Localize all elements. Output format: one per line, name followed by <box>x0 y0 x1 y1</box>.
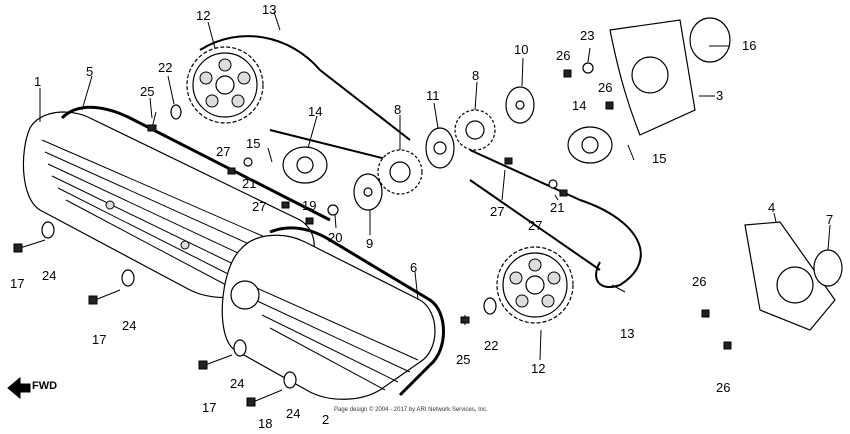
label-27-d: 27 <box>528 218 542 233</box>
label-3: 3 <box>716 88 723 103</box>
label-22-lower: 22 <box>484 338 498 353</box>
back-plate-lower <box>744 221 836 331</box>
tensioner-left <box>282 146 328 184</box>
label-14-left: 14 <box>308 104 322 119</box>
timing-belt-upper <box>199 35 411 141</box>
label-1: 1 <box>34 74 41 89</box>
leader-lines <box>39 11 831 361</box>
label-7: 7 <box>826 212 833 227</box>
label-23: 23 <box>580 28 594 43</box>
label-4: 4 <box>768 200 775 215</box>
tensioner-right <box>567 126 613 164</box>
label-8-right: 8 <box>472 68 479 83</box>
back-plate-upper <box>609 19 696 136</box>
lower-pulley <box>496 246 574 324</box>
label-10: 10 <box>514 42 528 57</box>
label-17-a: 17 <box>10 276 24 291</box>
label-13-upper: 13 <box>262 2 276 17</box>
label-26-d: 26 <box>716 380 730 395</box>
label-9: 9 <box>366 236 373 251</box>
label-16: 16 <box>742 38 756 53</box>
label-17-c: 17 <box>202 400 216 415</box>
label-27-c: 27 <box>490 204 504 219</box>
flange <box>425 127 455 169</box>
forward-label: FWD <box>32 380 57 392</box>
label-12-lower: 12 <box>531 361 545 376</box>
label-2: 2 <box>322 412 329 427</box>
lower-gasket <box>269 226 445 397</box>
label-6: 6 <box>410 260 417 275</box>
forward-direction-indicator: FWD <box>7 376 57 400</box>
label-24-b: 24 <box>122 318 136 333</box>
label-12-upper: 12 <box>196 8 210 23</box>
label-5: 5 <box>86 64 93 79</box>
label-25-lower: 25 <box>456 352 470 367</box>
label-26-b: 26 <box>598 80 612 95</box>
fasteners <box>13 62 732 407</box>
label-21-left: 21 <box>242 176 256 191</box>
label-15-left: 15 <box>246 136 260 151</box>
label-13-lower: 13 <box>620 326 634 341</box>
label-21-right: 21 <box>550 200 564 215</box>
label-27-b: 27 <box>252 199 266 214</box>
forward-arrow-icon <box>7 376 31 400</box>
label-24-d: 24 <box>286 406 300 421</box>
label-8-left: 8 <box>394 102 401 117</box>
label-26-a: 26 <box>556 48 570 63</box>
label-20: 20 <box>328 230 342 245</box>
label-18: 18 <box>258 416 272 431</box>
label-19: 19 <box>302 198 316 213</box>
part-labels: 1 2 3 4 5 6 7 8 8 9 10 11 12 12 13 13 14… <box>10 2 833 431</box>
drive-pulley-left <box>377 149 423 195</box>
seal-7 <box>813 249 843 287</box>
upper-gasket <box>60 105 331 222</box>
seal-16 <box>689 17 731 63</box>
label-25-upper: 25 <box>140 84 154 99</box>
label-27-a: 27 <box>216 144 230 159</box>
label-15-right: 15 <box>652 151 666 166</box>
label-22-upper: 22 <box>158 60 172 75</box>
label-24-a: 24 <box>42 268 56 283</box>
label-24-c: 24 <box>230 376 244 391</box>
label-26-c: 26 <box>692 274 706 289</box>
label-14-right: 14 <box>572 98 586 113</box>
washer-left <box>353 173 383 211</box>
upper-pulley-left <box>186 46 264 124</box>
drive-pulley-right <box>454 109 496 151</box>
timing-belt-lower <box>469 149 642 288</box>
washer-right <box>505 86 535 124</box>
lower-timing-cover <box>221 234 436 400</box>
copyright-footer: Page design © 2004 - 2017 by ARI Network… <box>334 406 488 413</box>
label-17-b: 17 <box>92 332 106 347</box>
label-11: 11 <box>426 88 440 103</box>
